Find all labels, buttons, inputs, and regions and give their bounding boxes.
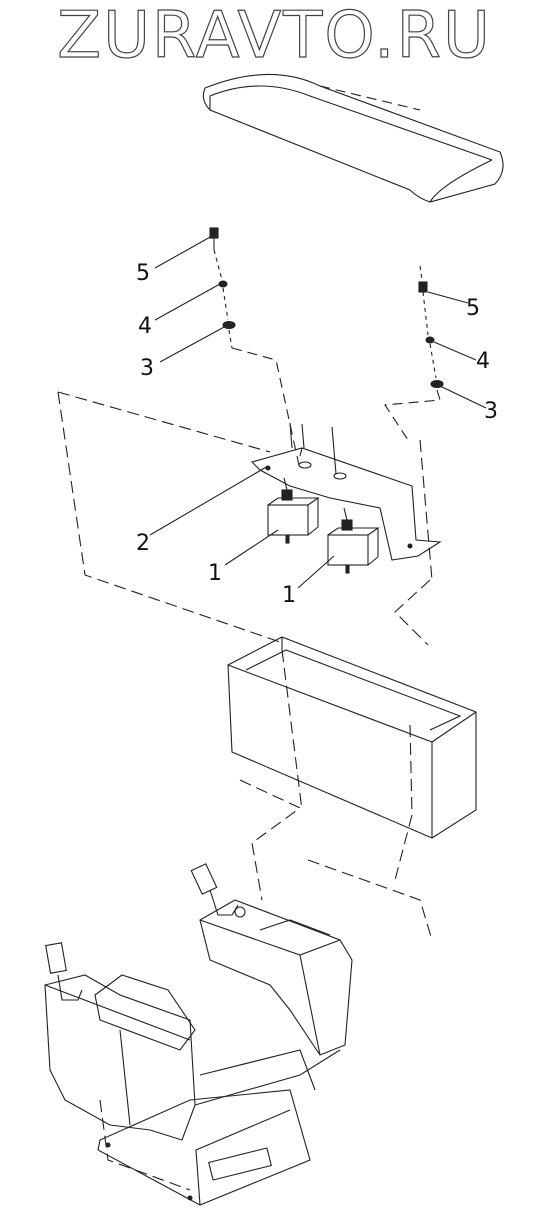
left-fastener-stack <box>209 227 301 471</box>
callout-switch-1b: 1 <box>282 583 296 608</box>
toggle-switch-a <box>267 477 320 544</box>
watermark-logo: ZURAVTO.RU <box>57 0 492 73</box>
joystick-console-base <box>44 863 353 1206</box>
storage-box <box>227 636 477 839</box>
armrest-cushion <box>202 73 504 203</box>
callout-switch-1a: 1 <box>208 561 222 586</box>
callout-right-5: 5 <box>466 296 480 321</box>
callout-right-3: 3 <box>484 399 498 424</box>
toggle-switch-b <box>327 507 380 574</box>
right-fastener-stack <box>384 265 444 441</box>
callout-bracket-2: 2 <box>136 531 150 556</box>
callout-right-4: 4 <box>476 349 490 374</box>
callout-left-5: 5 <box>136 261 150 286</box>
callout-left-4: 4 <box>138 314 152 339</box>
callout-labels: 5 4 3 5 4 3 2 1 1 <box>136 261 498 608</box>
callout-left-3: 3 <box>140 356 154 381</box>
mounting-bracket <box>250 422 442 561</box>
